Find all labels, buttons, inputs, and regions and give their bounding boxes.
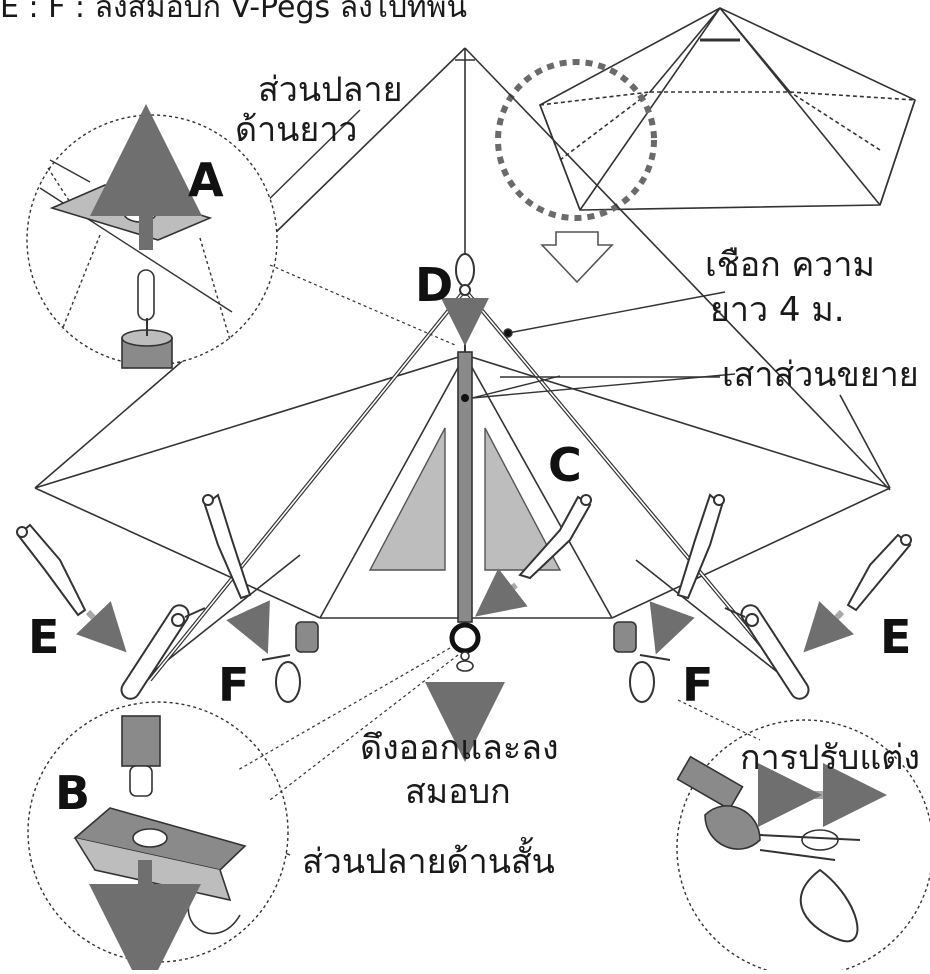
letter-f-left: F [218, 660, 249, 710]
label-adjust: การปรับแต่ง [740, 738, 920, 778]
tent-thumbnail [540, 8, 915, 210]
letter-a: A [188, 155, 224, 205]
letter-f-right: F [682, 660, 713, 710]
zoom-circle-a [27, 115, 277, 368]
label-pull-out-line2: สมอบก [405, 772, 511, 812]
adjuster-right [614, 622, 670, 702]
window-left [370, 428, 445, 570]
adjuster-left [262, 622, 318, 702]
label-long-end-line2: ด้านยาว [235, 110, 358, 150]
letter-d: D [415, 260, 453, 310]
loop-d [456, 254, 474, 295]
label-pull-out-line1: ดึงออกและลง [360, 728, 559, 768]
v-peg-far-right [848, 535, 911, 610]
v-peg-right [678, 495, 724, 598]
v-peg-far-left [17, 525, 85, 615]
label-long-end-line1: ส่วนปลาย [258, 70, 403, 110]
extension-pole [458, 326, 472, 622]
letter-c: C [548, 440, 582, 490]
label-extension-pole: เสาส่วนขยาย [722, 355, 919, 395]
letter-e-left: E [28, 612, 59, 662]
letter-b: B [55, 768, 90, 818]
zoom-circle-b [28, 702, 288, 962]
bottom-ring [452, 625, 478, 671]
down-arrow-outline [542, 232, 612, 282]
label-rope-line2: ยาว 4 ม. [710, 290, 845, 330]
letter-e-right: E [880, 612, 911, 662]
label-short-end: ส่วนปลายด้านสั้น [302, 842, 555, 882]
label-rope-line1: เชือก ความ [705, 245, 875, 285]
stake-left [118, 602, 205, 702]
header-text: E : F : ลงสมอบก V-Pegs ลงไปที่พื้น [0, 0, 467, 26]
